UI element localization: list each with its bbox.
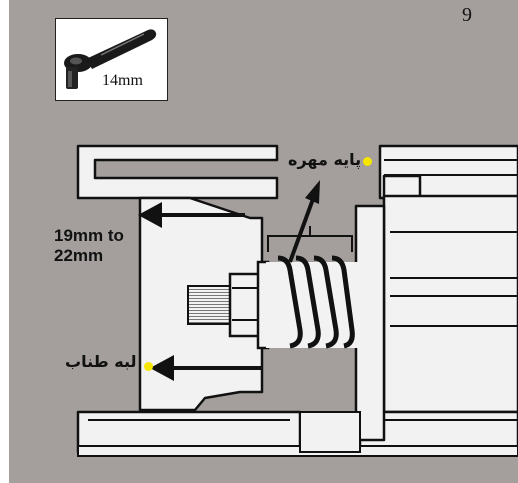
bolt-thread	[187, 285, 233, 325]
rail-top-left	[76, 144, 279, 200]
vertical-plate	[354, 204, 386, 442]
span-bracket	[267, 226, 353, 252]
rope-lip-label: لبه طناب	[65, 352, 137, 371]
range-label: 19mm to 22mm	[54, 226, 124, 266]
rope-lip-marker-dot	[144, 362, 153, 371]
nut-base-label: پایه مهره	[288, 150, 362, 169]
ratchet-wrench-icon	[64, 29, 157, 89]
arrow-nut-base	[288, 198, 315, 263]
spring	[266, 255, 358, 349]
range-label-line1: 19mm to	[54, 226, 124, 245]
tool-size-label: 14mm	[102, 72, 143, 89]
nut-base-marker-dot	[363, 157, 372, 166]
mounting-block-lower	[382, 194, 518, 414]
tool-box	[55, 18, 168, 101]
nut	[228, 272, 262, 338]
range-label-line2: 22mm	[54, 246, 104, 265]
page-number: 9	[462, 4, 472, 26]
